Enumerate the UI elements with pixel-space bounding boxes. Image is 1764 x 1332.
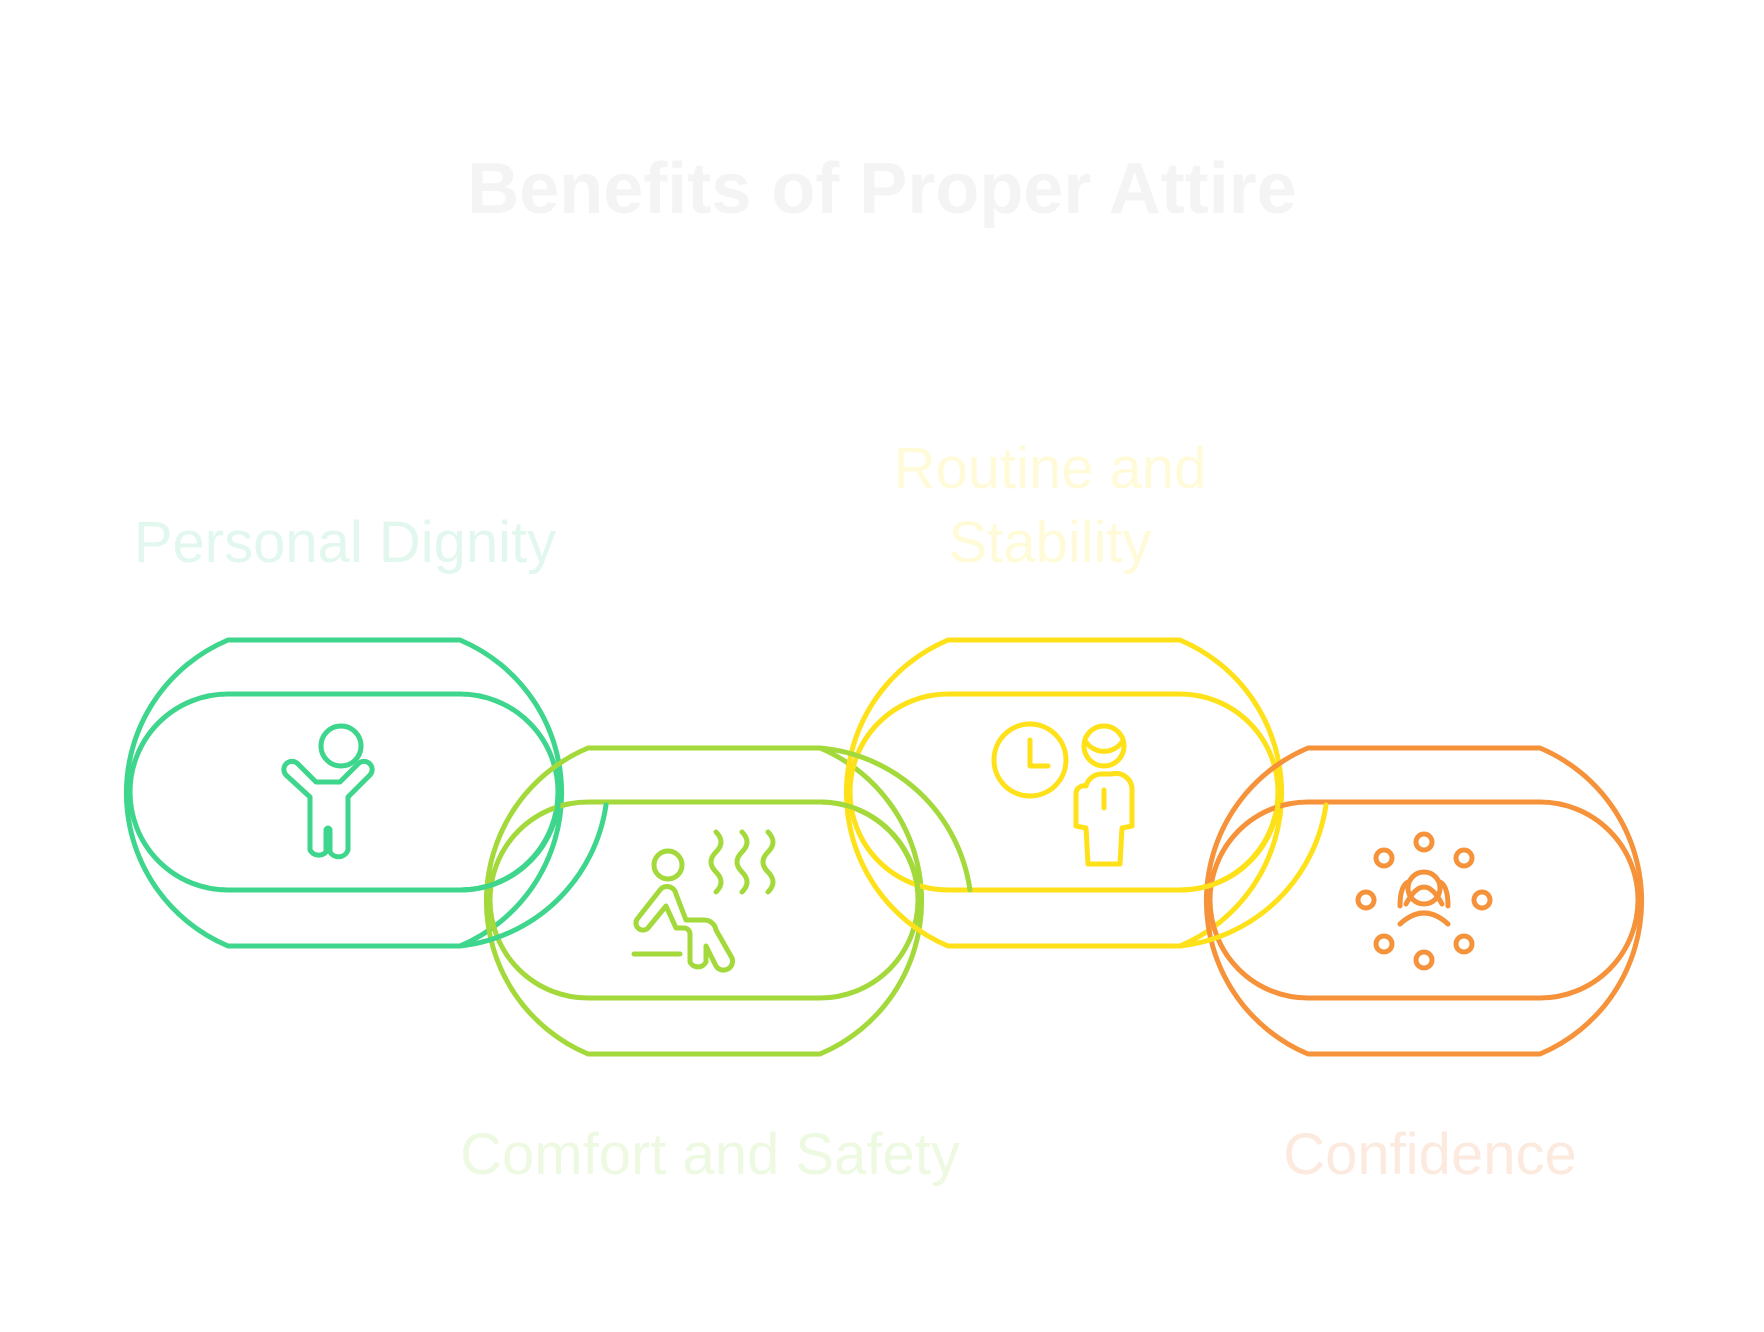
child-arms-raised-icon: [281, 723, 375, 860]
link-outer-ring: [123, 637, 565, 949]
link-outer-ring: [483, 745, 925, 1057]
chain-link-routine-and-stability: [843, 637, 1285, 949]
label-routine-line-1: Routine and: [893, 436, 1207, 501]
radiant-person-icon: [1355, 831, 1493, 971]
label-routine-line-2: Stability: [948, 510, 1152, 575]
clock-and-person-icon: [991, 721, 1135, 867]
label-confidence: Confidence: [1283, 1122, 1577, 1187]
link-overlap-personal-over-comfort: [433, 802, 609, 949]
link-inner-ring: [1207, 799, 1641, 1001]
link-outer-ring: [1203, 745, 1645, 1057]
link-overlap-routine-over-confidence: [1153, 802, 1329, 949]
label-comfort-and-safety: Comfort and Safety: [460, 1122, 960, 1187]
label-personal-dignity: Personal Dignity: [133, 510, 557, 575]
chain-link-confidence: [1203, 745, 1645, 1057]
diagram-title: Benefits of Proper Attire: [467, 149, 1297, 229]
link-overlap-comfort-over-routine: [797, 745, 973, 893]
person-reclining-warmth-icon: [631, 829, 776, 973]
link-outer-ring: [843, 637, 1285, 949]
label-routine-and-stability: Routine and Stability: [860, 432, 1240, 580]
chain-link-comfort-and-safety: [483, 745, 925, 1057]
chain-link-personal-dignity: [123, 637, 565, 949]
